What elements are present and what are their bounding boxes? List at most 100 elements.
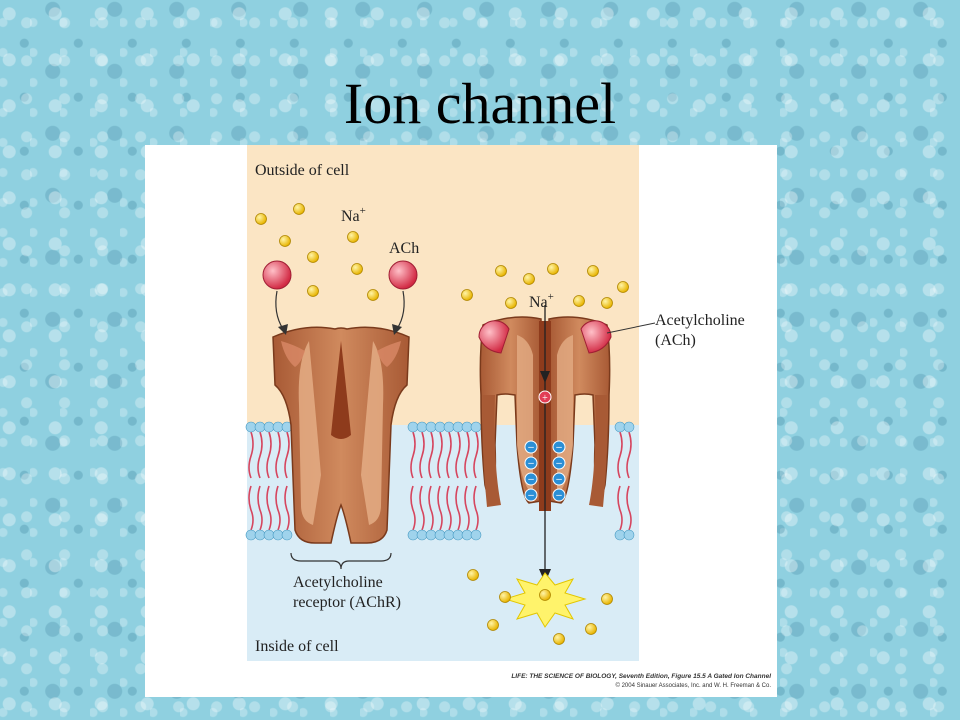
- ion-channel-diagram: + –––––––– Outside of cell Inside of cel…: [245, 145, 772, 689]
- na-label-right: Na+: [529, 291, 554, 311]
- inside-cell-label: Inside of cell: [255, 638, 339, 655]
- ach-label-left: ACh: [389, 240, 419, 257]
- lipid-tail: [428, 485, 434, 531]
- slide-title: Ion channel: [343, 71, 617, 136]
- minus-charge: [524, 488, 538, 502]
- lipid-tail: [410, 485, 416, 531]
- plus-charge-sign: +: [542, 393, 548, 404]
- lipid-tail: [626, 431, 632, 479]
- sodium-ion: [523, 273, 535, 285]
- sodium-ion: [307, 251, 319, 263]
- sodium-ion: [351, 263, 363, 275]
- minus-charge-sign: –: [556, 458, 562, 469]
- lipid-head: [614, 529, 626, 541]
- lipid-head: [434, 421, 446, 433]
- lipid-tail: [266, 485, 272, 531]
- lipid-tail: [464, 431, 470, 479]
- minus-charge: [552, 456, 566, 470]
- lipid-tail: [257, 431, 263, 479]
- lipid-tail: [473, 485, 479, 531]
- sodium-ion: [505, 297, 517, 309]
- figure-panel: + –––––––– Outside of cell Inside of cel…: [145, 145, 777, 697]
- sodium-ion: [467, 569, 479, 581]
- minus-charge: [552, 488, 566, 502]
- sodium-ion: [255, 213, 267, 225]
- lipid-tail: [410, 431, 416, 479]
- receptor-label-line1: Acetylcholine: [293, 574, 383, 591]
- lipid-tail: [446, 485, 452, 531]
- ach-bound-left: [478, 320, 510, 354]
- lipid-head: [623, 421, 635, 433]
- minus-charge-sign: –: [528, 490, 534, 501]
- lipid-head: [416, 421, 428, 433]
- lipid-head: [263, 529, 275, 541]
- binding-arrow-left-head: [278, 324, 288, 335]
- ach-molecule: [262, 260, 292, 290]
- ach-molecule: [388, 260, 418, 290]
- ach-leader-line: [606, 322, 656, 334]
- lipid-tail: [455, 485, 461, 531]
- lipid-head: [407, 421, 419, 433]
- sodium-ion: [347, 231, 359, 243]
- minus-charge-sign: –: [528, 458, 534, 469]
- lipid-tail: [446, 431, 452, 479]
- sodium-ion: [495, 265, 507, 277]
- lipid-head: [434, 529, 446, 541]
- sodium-ions: [255, 203, 629, 645]
- sodium-ion: [587, 265, 599, 277]
- lipid-head: [245, 421, 257, 433]
- sodium-ion: [585, 623, 597, 635]
- lipid-head: [425, 421, 437, 433]
- lipid-head: [281, 529, 293, 541]
- lipid-head: [272, 421, 284, 433]
- lipid-head: [614, 421, 626, 433]
- lipid-head: [461, 529, 473, 541]
- lipid-tail: [473, 431, 479, 479]
- lipid-head: [623, 529, 635, 541]
- lipid-tail: [257, 485, 263, 531]
- lipid-tail: [455, 431, 461, 479]
- minus-charge: [524, 440, 538, 454]
- minus-charge-sign: –: [528, 442, 534, 453]
- sodium-ion: [487, 619, 499, 631]
- lipid-head: [272, 529, 284, 541]
- sodium-ion: [547, 263, 559, 275]
- na-label-left: Na+: [341, 205, 366, 225]
- sodium-ion: [573, 295, 585, 307]
- lipid-tail: [419, 431, 425, 479]
- minus-charges: – – – – – – – –: [524, 440, 566, 502]
- lipid-head: [254, 529, 266, 541]
- lipid-tail: [464, 485, 470, 531]
- credit-line-2: © 2004 Sinauer Associates, Inc. and W. H…: [616, 682, 772, 689]
- ach-bound-right: [580, 320, 612, 354]
- ach-label-right-line1: Acetylcholine: [655, 312, 745, 329]
- minus-charge-sign: –: [556, 474, 562, 485]
- minus-charge-sign: –: [528, 474, 534, 485]
- ach-label-right-line2: (ACh): [655, 332, 696, 349]
- sodium-ion: [539, 589, 551, 601]
- lipid-tail: [275, 485, 281, 531]
- lipid-head: [470, 529, 482, 541]
- sodium-ion: [293, 203, 305, 215]
- lipid-head: [452, 529, 464, 541]
- lipid-head: [416, 529, 428, 541]
- lipid-tail: [284, 485, 290, 531]
- sodium-ion: [461, 289, 473, 301]
- minus-charge: [524, 456, 538, 470]
- lipid-tail: [284, 431, 290, 479]
- sodium-ion: [499, 591, 511, 603]
- sodium-ion: [617, 281, 629, 293]
- lipid-head: [425, 529, 437, 541]
- ion-flow-arrowhead-top: [540, 371, 550, 383]
- lipid-head: [470, 421, 482, 433]
- minus-charge-sign: –: [556, 490, 562, 501]
- lipid-tail: [617, 431, 623, 479]
- minus-charge-sign: –: [556, 442, 562, 453]
- lipid-tail: [248, 485, 254, 531]
- closed-receptor: [272, 326, 410, 544]
- lipid-tail: [248, 431, 254, 479]
- minus-charge: [552, 472, 566, 486]
- lipid-head: [443, 529, 455, 541]
- lipid-head: [245, 529, 257, 541]
- lipid-head: [443, 421, 455, 433]
